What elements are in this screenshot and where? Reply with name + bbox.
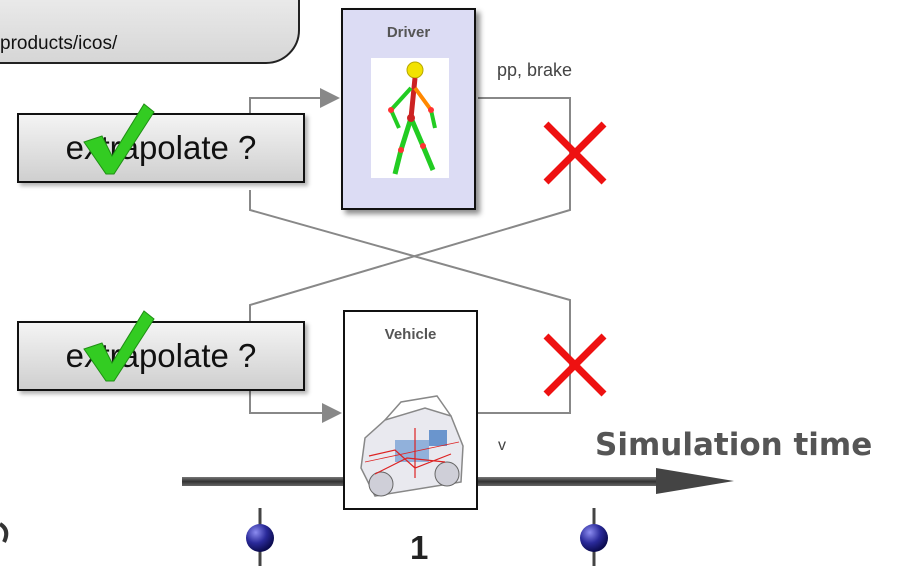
signal-label-pp-brake: pp, brake: [497, 60, 573, 80]
simulation-time-label: Simulation time: [595, 427, 873, 463]
timeline-marker-icon: [246, 524, 274, 552]
driver-block-title: Driver: [386, 24, 431, 41]
time-axis-arrowhead: [656, 468, 734, 494]
cropped-glyph-icon: [0, 522, 9, 543]
extrapolate-label: extrapolate ?: [65, 337, 257, 374]
extrapolate-box-driver: extrapolate ?: [17, 113, 305, 183]
wire-vehicle-to-driver-loop: [249, 97, 571, 330]
vehicle-block: Vehicle: [343, 310, 478, 510]
extrapolate-box-vehicle: extrapolate ?: [17, 321, 305, 391]
red-cross-icon: [543, 333, 607, 397]
extrapolate-label: extrapolate ?: [65, 129, 257, 166]
red-cross-icon: [543, 121, 607, 185]
url-text: products/icos/: [0, 33, 118, 54]
driver-block: Driver: [341, 8, 476, 210]
green-check-icon: [83, 310, 155, 382]
wire-vehicle-input: [249, 390, 342, 423]
wire-driver-to-vehicle-loop: [249, 190, 571, 414]
timeline-tick-label: 1: [410, 529, 429, 566]
vehicle-block-title: Vehicle: [384, 326, 437, 343]
url-callout: [0, 0, 300, 64]
timeline-marker-icon: [580, 524, 608, 552]
green-check-icon: [83, 103, 155, 175]
signal-label-v: v: [498, 437, 506, 454]
car-xray-image: [360, 395, 464, 497]
dummy-skeleton-image: [371, 58, 449, 178]
